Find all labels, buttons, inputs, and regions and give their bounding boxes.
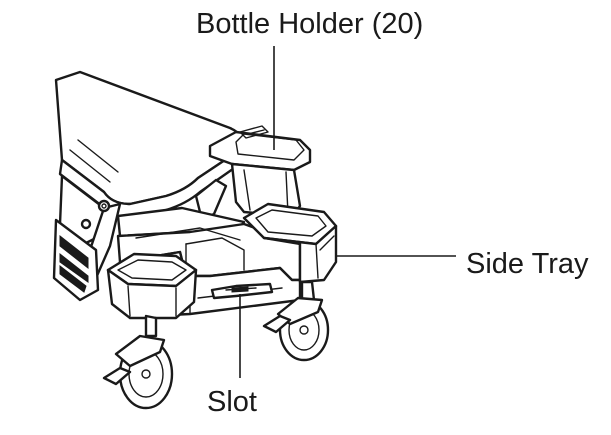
bottle-holder-label: Bottle Holder (20) bbox=[196, 8, 424, 40]
seat-frame bbox=[52, 174, 228, 302]
slot bbox=[210, 282, 274, 300]
front-cup bbox=[106, 252, 198, 320]
front-left-caster bbox=[102, 314, 174, 410]
side-tray-label: Side Tray bbox=[466, 248, 589, 280]
rear-caster bbox=[262, 280, 330, 362]
bottle-holder bbox=[208, 125, 312, 218]
side-tray bbox=[242, 202, 338, 284]
slot-label: Slot bbox=[207, 386, 257, 418]
